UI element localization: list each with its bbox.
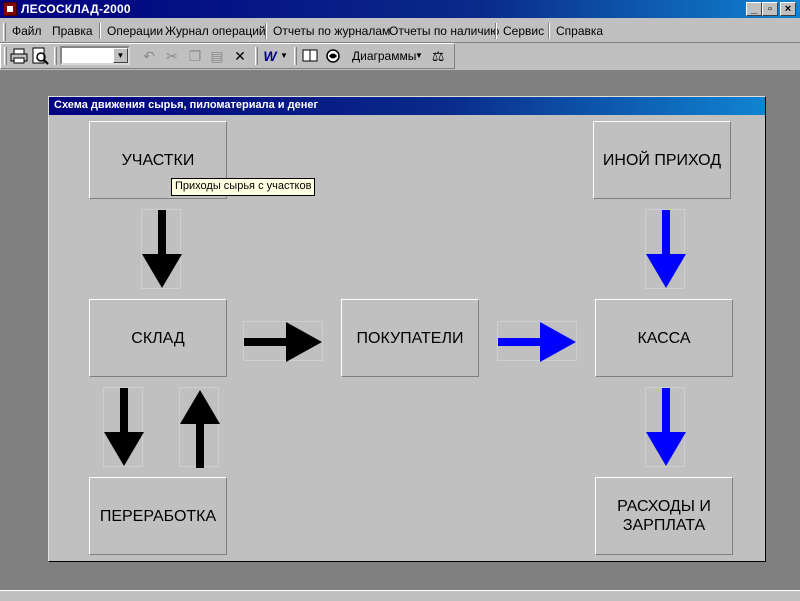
plots-label: УЧАСТКИ bbox=[121, 151, 195, 169]
warehouse-label: СКЛАД bbox=[131, 329, 185, 347]
tooltip-plots: Приходы сырья с участков bbox=[171, 178, 315, 196]
buyers-label: ПОКУПАТЕЛИ bbox=[356, 329, 464, 347]
menu-grip[interactable] bbox=[3, 23, 6, 41]
menu-operations-journal[interactable]: Журнал операций bbox=[165, 24, 266, 38]
expenses-label-line2: ЗАРПЛАТА bbox=[622, 517, 706, 534]
cashbox-label: КАССА bbox=[637, 329, 691, 347]
arrow-cashbox-to-expenses[interactable] bbox=[645, 387, 686, 467]
menu-help[interactable]: Справка bbox=[556, 24, 604, 38]
book-icon[interactable] bbox=[301, 47, 319, 65]
menu-stock-reports[interactable]: Отчеты по наличию bbox=[389, 24, 500, 38]
close-button[interactable]: × bbox=[780, 2, 796, 16]
undo-icon[interactable]: ↶ bbox=[143, 48, 155, 64]
paste-icon[interactable]: ▤ bbox=[210, 48, 224, 64]
restore-button[interactable]: ▫ bbox=[762, 2, 778, 16]
buyers-button[interactable]: ПОКУПАТЕЛИ bbox=[341, 299, 479, 377]
other-income-label: ИНОЙ ПРИХОД bbox=[602, 151, 722, 169]
print-preview-icon[interactable] bbox=[31, 47, 49, 65]
arrow-other-income-to-cashbox[interactable] bbox=[645, 209, 686, 289]
menu-separator bbox=[548, 23, 550, 39]
chevron-down-icon[interactable]: ▼ bbox=[113, 48, 128, 63]
arrow-warehouse-to-processing[interactable] bbox=[103, 387, 144, 467]
app-title: ЛЕСОСКЛАД-2000 bbox=[21, 2, 131, 16]
arrow-warehouse-to-buyers[interactable] bbox=[243, 321, 323, 362]
menu-journal-reports[interactable]: Отчеты по журналам bbox=[273, 24, 391, 38]
toolbar-combo[interactable]: ▼ bbox=[60, 46, 130, 65]
menu-bar: Файл Правка Операции Журнал операций Отч… bbox=[0, 20, 800, 43]
arrow-processing-to-warehouse[interactable] bbox=[179, 387, 220, 468]
warehouse-button[interactable]: СКЛАД bbox=[89, 299, 227, 377]
processing-button[interactable]: ПЕРЕРАБОТКА bbox=[89, 477, 227, 555]
minimize-button[interactable]: _ bbox=[746, 2, 762, 16]
print-icon[interactable] bbox=[10, 47, 28, 65]
toolbar-separator bbox=[294, 47, 297, 65]
app-icon[interactable] bbox=[3, 2, 17, 16]
cashbox-button[interactable]: КАССА bbox=[595, 299, 733, 377]
toolbar-separator bbox=[255, 47, 258, 65]
expenses-salary-button[interactable]: РАСХОДЫ И ЗАРПЛАТА bbox=[595, 477, 733, 555]
word-icon[interactable]: W bbox=[263, 48, 277, 64]
menu-edit[interactable]: Правка bbox=[52, 24, 93, 38]
expenses-label-line1: РАСХОДЫ И bbox=[617, 498, 711, 515]
chevron-down-icon[interactable]: ▼ bbox=[280, 51, 288, 60]
scheme-window-title-bar[interactable]: Схема движения сырья, пиломатериала и де… bbox=[49, 97, 765, 115]
toolbar-separator bbox=[54, 47, 57, 65]
scheme-window-title: Схема движения сырья, пиломатериала и де… bbox=[54, 99, 319, 111]
other-income-button[interactable]: ИНОЙ ПРИХОД bbox=[593, 121, 731, 199]
scales-icon[interactable]: ⚖ bbox=[431, 48, 445, 64]
menu-operations[interactable]: Операции bbox=[107, 24, 164, 38]
scheme-window: Схема движения сырья, пиломатериала и де… bbox=[48, 96, 766, 562]
menu-service[interactable]: Сервис bbox=[503, 24, 545, 38]
menu-separator bbox=[99, 23, 101, 39]
arrow-plots-to-warehouse[interactable] bbox=[141, 209, 182, 289]
status-bar bbox=[0, 590, 800, 601]
menu-separator bbox=[265, 23, 267, 39]
arrow-buyers-to-cashbox[interactable] bbox=[497, 321, 577, 362]
cut-icon[interactable]: ✂ bbox=[166, 48, 178, 64]
globe-icon[interactable] bbox=[324, 47, 342, 65]
chevron-down-icon[interactable]: ▼ bbox=[415, 51, 423, 60]
app-title-bar[interactable]: ЛЕСОСКЛАД-2000 _ ▫ × bbox=[0, 0, 800, 18]
toolbar-grip[interactable] bbox=[4, 47, 7, 65]
copy-icon[interactable]: ❐ bbox=[188, 48, 202, 64]
diagrams-button[interactable]: Диаграммы bbox=[352, 49, 417, 63]
menu-file[interactable]: Файл bbox=[12, 24, 42, 38]
delete-icon[interactable]: ✕ bbox=[234, 48, 246, 64]
menu-separator bbox=[495, 23, 497, 39]
processing-label: ПЕРЕРАБОТКА bbox=[99, 507, 217, 525]
